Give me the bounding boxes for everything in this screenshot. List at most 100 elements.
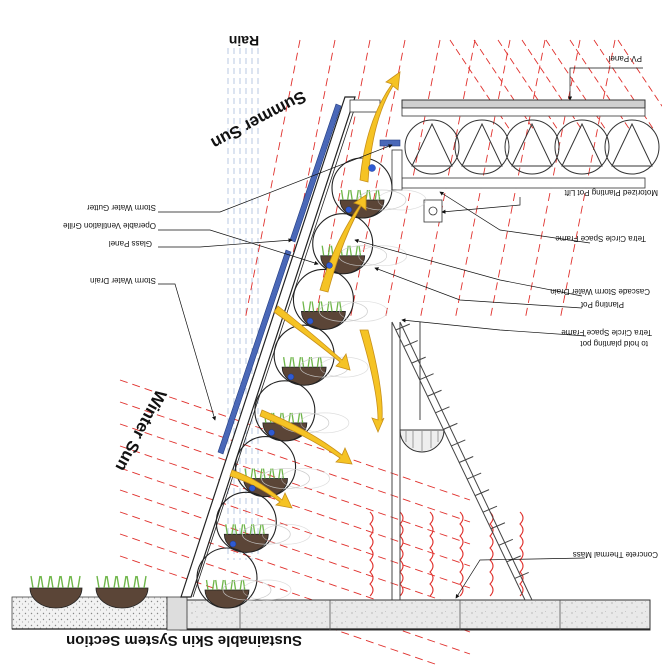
label-planting-pot: Planting Pot <box>580 300 624 309</box>
vent-arrow-inside <box>359 329 385 434</box>
winter-ray <box>119 445 471 567</box>
label-motorized-lift: Motorized Planting Pot Lift <box>564 188 658 197</box>
roof-space-frame-circle <box>554 119 610 175</box>
plant-blade <box>225 524 228 535</box>
summer-ray <box>524 39 581 321</box>
ladder-rung <box>395 323 411 331</box>
plant-blade <box>231 524 235 535</box>
plant-blade <box>346 189 350 201</box>
ladder-rung <box>466 472 482 480</box>
ground-plant-blade <box>133 575 137 589</box>
plant-blade <box>302 301 306 312</box>
plant-blade <box>249 524 253 535</box>
plant-blade <box>288 412 291 423</box>
roof-space-frame-circle <box>604 119 660 175</box>
ground-plant-blade <box>50 575 54 589</box>
heat-wave <box>459 511 464 597</box>
pv-sun-ray <box>617 39 662 107</box>
water-drop <box>249 485 256 492</box>
ground-plant-blade <box>113 575 117 589</box>
plant-blade <box>242 579 246 591</box>
ground-plant-blade <box>70 575 74 589</box>
ground-plant-blade <box>106 575 110 589</box>
water-drop <box>306 317 314 325</box>
label-concrete-mass: Concrete Thermal Mass <box>573 550 658 559</box>
ghost-pot <box>358 245 408 267</box>
ground-pot-soil <box>29 587 83 609</box>
roof-space-frame-circle <box>504 119 560 175</box>
roof-space-frame-triangle <box>511 122 553 167</box>
roof-structure <box>349 99 660 223</box>
ladder-rung <box>490 522 506 530</box>
ghost-pot <box>319 301 368 322</box>
ladder-rung <box>443 422 458 430</box>
plant-blade <box>356 189 359 201</box>
pv-sun-ray <box>473 39 535 131</box>
ghost-pot <box>300 412 350 434</box>
plant-blade <box>355 245 359 256</box>
heat-wave <box>369 511 374 597</box>
ladder-rung <box>498 538 514 546</box>
winter-ray <box>119 467 471 589</box>
plant-blade <box>297 412 301 423</box>
ground-plant-blade <box>60 575 64 589</box>
label-ventilation-grille: Operable Ventilation Grille <box>63 221 156 230</box>
planting-pot-soil <box>281 366 327 386</box>
roof-space-frame-circle <box>404 119 460 175</box>
roof-space-frame-triangle <box>611 122 653 167</box>
winter-ray <box>119 423 471 545</box>
ghost-pots <box>222 189 427 601</box>
storm-water-gutter <box>379 139 401 147</box>
summer-ray <box>384 39 441 321</box>
plant-blade <box>335 301 339 312</box>
plant-blade <box>350 189 353 201</box>
ladder-rung <box>411 356 426 364</box>
summer-ray <box>489 39 546 321</box>
water-drop-top <box>368 164 376 172</box>
label-storm-drain: Storm Water Drain <box>90 276 156 285</box>
ground-plant-blade <box>136 575 140 589</box>
plant-blade <box>339 301 342 312</box>
ghost-pot <box>242 579 292 601</box>
leader-lines <box>158 67 643 599</box>
vent-arrow-mid-lower <box>259 409 353 465</box>
ladder-rung <box>474 489 490 497</box>
summer-sun-label: Summer Sun <box>208 87 310 153</box>
plant-blade <box>211 579 215 591</box>
pv-sun-ray <box>521 39 583 131</box>
ground-planting-pots <box>29 575 149 609</box>
plant-blade <box>311 301 315 312</box>
plant-blade <box>278 468 281 479</box>
winter-ray <box>119 533 471 655</box>
plant-blade <box>327 245 331 256</box>
ground-plant-blade <box>40 575 44 589</box>
pv-sun-ray <box>569 39 631 131</box>
vent-arrow-lower <box>229 469 293 509</box>
plant-blade <box>240 524 244 535</box>
ghost-pot <box>222 579 272 601</box>
ground-plant-blade <box>116 575 120 589</box>
ladder-rung <box>403 340 418 348</box>
plant-blade <box>317 301 321 312</box>
winter-ray <box>119 489 471 611</box>
label-cascade-drain: Cascade Storm Water Drain <box>550 287 650 296</box>
plant-blade <box>259 468 263 479</box>
water-drop <box>345 206 352 213</box>
plant-blade <box>316 357 320 368</box>
plant-blade <box>374 189 378 201</box>
plant-blade <box>340 189 344 201</box>
water-drop <box>287 373 295 381</box>
ladder-rung <box>506 555 521 563</box>
hanging-pot <box>399 429 445 453</box>
glass-facade <box>180 96 358 598</box>
glass-panel-upper <box>289 103 342 243</box>
roof-space-frame-circle <box>454 119 510 175</box>
heat-waves <box>369 511 524 597</box>
glass-panel-lower <box>217 249 292 455</box>
heat-wave <box>519 511 524 597</box>
ground-plant-blade <box>47 575 51 589</box>
plant-blade <box>221 579 224 591</box>
heat-wave <box>429 511 434 597</box>
water-drop <box>229 540 237 548</box>
